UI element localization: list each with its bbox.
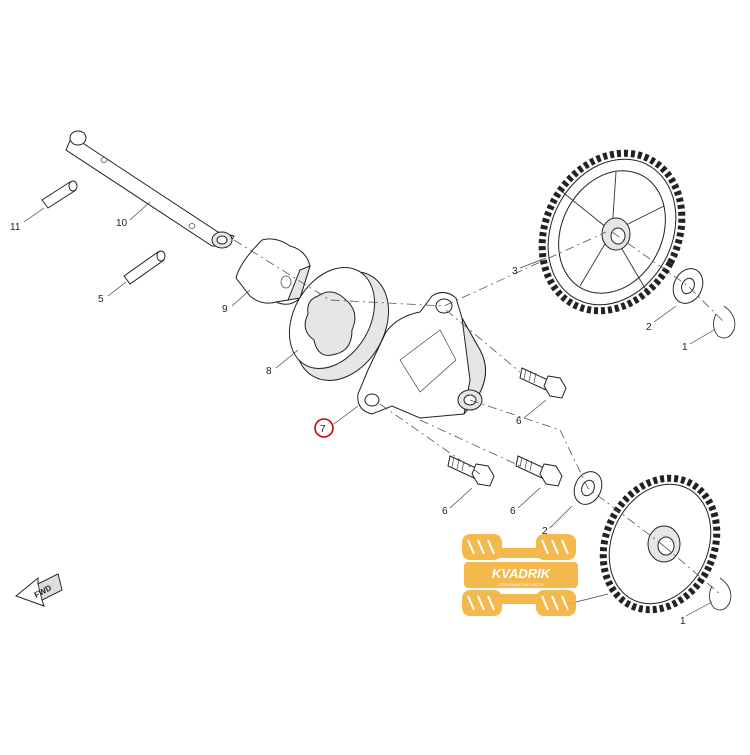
part-11-pin[interactable] [41,180,78,209]
fwd-arrow-icon: FWD [14,573,63,607]
callout-5: 5 [98,294,104,305]
part-10-shaft[interactable] [65,130,235,249]
part-8-outer-rotor[interactable] [272,252,407,397]
callout-6-left: 6 [442,506,448,517]
part-9-inner-rotor[interactable] [235,238,311,305]
callout-8: 8 [266,366,272,377]
part-1-circlip-top[interactable] [713,305,736,339]
leader-lines [23,201,715,617]
watermark-brand: KVADRIK [492,566,552,581]
callout-7-highlight-ring [314,418,334,438]
part-5-pin[interactable] [123,250,166,285]
callout-1-top: 1 [682,342,688,353]
callout-3: 3 [512,266,518,277]
watermark-tagline: ОТЛИЧНЫЕ ЗАПЧАСТИ [498,582,543,587]
callout-2-top: 2 [646,322,652,333]
callout-2-bottom: 2 [542,526,548,537]
part-2-washer-top[interactable] [668,264,709,308]
part-6-bolt-left[interactable] [447,455,495,487]
callout-6-mid: 6 [510,506,516,517]
assembly-axes [233,231,725,595]
kvadrik-watermark-logo: KVADRIK ОТЛИЧНЫЕ ЗАПЧАСТИ [462,534,578,616]
callout-1-bottom: 1 [680,616,686,627]
part-6-bolt-upper[interactable] [519,367,567,399]
callout-7: 7 [320,424,326,435]
part-1-circlip-bottom[interactable] [709,577,732,611]
callout-10: 10 [116,218,128,229]
callout-6-upper: 6 [516,416,522,427]
callout-9: 9 [222,304,228,315]
part-6-bolt-mid[interactable] [515,455,563,487]
part-4-driven-gear[interactable] [582,460,737,629]
callout-11: 11 [10,222,21,233]
